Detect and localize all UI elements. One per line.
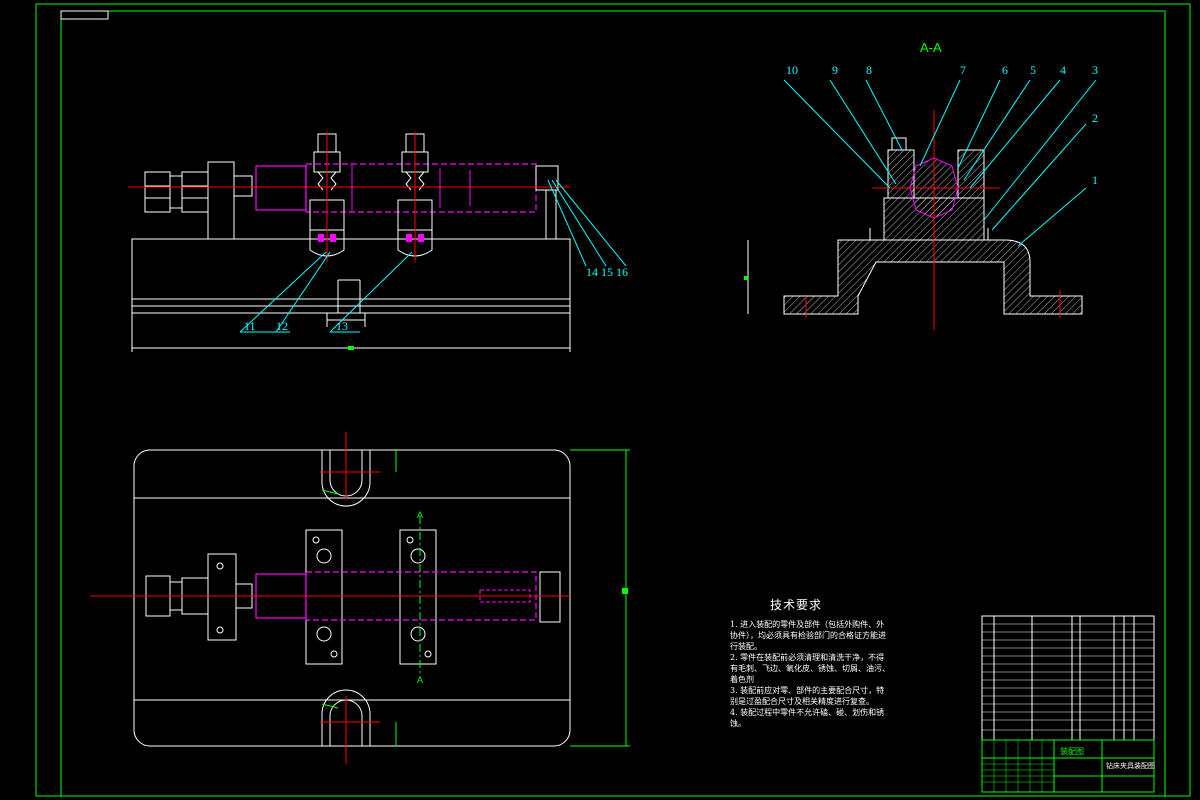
balloon-5: 5 xyxy=(1030,63,1036,77)
balloon-8: 8 xyxy=(866,63,872,77)
section-label: A-A xyxy=(920,40,942,55)
tech-item-1: 1. 进入装配的零件及部件（包括外购件、外协件），均必须具有检验部门的合格证方能… xyxy=(730,620,886,651)
balloon-12: 12 xyxy=(276,319,288,333)
inner-border xyxy=(60,10,1166,797)
tech-requirements-title: 技术要求 xyxy=(770,598,823,612)
front-view xyxy=(128,132,627,352)
section-marker-top: A xyxy=(417,510,423,520)
title-block xyxy=(981,739,1155,793)
corner-label-box xyxy=(60,10,109,20)
balloon-1: 1 xyxy=(1092,173,1098,187)
balloon-14-15-16: 14 15 16 xyxy=(586,265,628,279)
balloon-3: 3 xyxy=(1092,63,1098,77)
technical-requirements: 技术要求 1. 进入装配的零件及部件（包括外购件、外协件），均必须具有检验部门的… xyxy=(730,596,890,729)
tech-item-4: 4. 装配过程中零件不允许磕、碰、划伤和锈蚀。 xyxy=(730,708,885,728)
balloon-7: 7 xyxy=(960,63,966,77)
balloon-10: 10 xyxy=(786,63,798,77)
balloon-2: 2 xyxy=(1092,111,1098,125)
part-name: 钻床夹具装配图 xyxy=(1106,761,1155,770)
balloon-11: 11 xyxy=(244,319,256,333)
drawing-name: 装配图 xyxy=(1060,746,1084,756)
balloon-13: 13 xyxy=(336,319,348,333)
outer-border xyxy=(35,3,1191,797)
balloon-4: 4 xyxy=(1060,63,1066,77)
balloon-6: 6 xyxy=(1002,63,1008,77)
bom-table xyxy=(981,615,1155,741)
tech-item-3: 3. 装配前应对零、部件的主要配合尺寸，特别是过盈配合尺寸及相关精度进行复查。 xyxy=(730,686,885,706)
top-view xyxy=(90,432,630,764)
tech-item-2: 2. 零件在装配前必须清理和清洗干净，不得有毛刺、飞边、氧化皮、锈蚀、切屑、油污… xyxy=(730,653,890,684)
balloon-9: 9 xyxy=(832,63,838,77)
section-view xyxy=(744,79,1097,330)
section-marker-bottom: A xyxy=(417,675,423,685)
